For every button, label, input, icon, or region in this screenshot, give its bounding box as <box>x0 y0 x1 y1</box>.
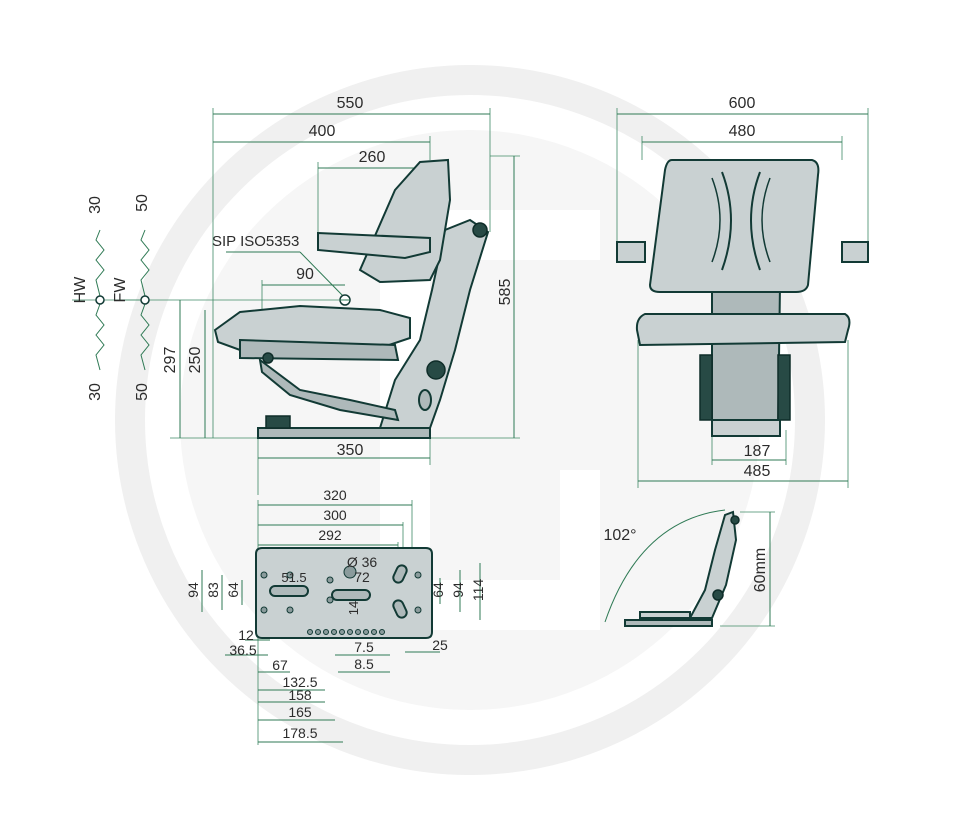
front-armrest-left <box>616 241 646 263</box>
dim-36-5-label: 36.5 <box>229 642 256 658</box>
front-view: 600 480 187 485 <box>616 95 869 488</box>
dim-550-label: 550 <box>337 95 364 112</box>
recline-view: 102° 60mm <box>603 509 775 627</box>
dim-left-64-label: 64 <box>225 582 241 598</box>
dim-left-83-label: 83 <box>205 582 221 598</box>
hw-spring-up <box>95 229 105 297</box>
dim-320-label: 320 <box>323 487 347 503</box>
dim-right-114-label: 114 <box>470 579 486 602</box>
hw-up-value: 30 <box>87 196 104 214</box>
fw-label: FW <box>112 277 129 303</box>
fw-up-value: 50 <box>134 194 151 212</box>
hw-pivot <box>95 295 105 305</box>
dim-12-label: 12 <box>238 627 254 643</box>
hw-spring-down <box>95 303 105 371</box>
dim-297-label: 297 <box>162 347 179 374</box>
dim-right-94-label: 94 <box>450 582 466 598</box>
dim-350-label: 350 <box>337 442 364 459</box>
front-armrest-right <box>841 241 869 263</box>
seat-cushion-side <box>213 304 411 351</box>
dim-left-94-label: 94 <box>185 582 201 598</box>
dim-158-label: 158 <box>288 687 312 703</box>
dim-480-label: 480 <box>729 123 756 140</box>
dim-600-label: 600 <box>729 95 756 112</box>
recline-rail <box>624 619 713 627</box>
height-adjust-knob <box>426 360 446 380</box>
dim-72-label: 72 <box>354 569 370 585</box>
dim-187-label: 187 <box>744 443 771 460</box>
base-plate-hole-row <box>307 629 385 635</box>
dim-585-label: 585 <box>497 279 514 306</box>
spring-symbols: 30 HW 30 50 FW 50 <box>72 194 151 401</box>
fw-down-value: 50 <box>134 383 151 401</box>
side-view: 550 400 260 585 SIP ISO5353 90 297 250 3… <box>120 95 520 495</box>
dim-485-label: 485 <box>744 463 771 480</box>
dim-165-label: 165 <box>288 704 312 720</box>
dim-132-5-label: 132.5 <box>282 674 317 690</box>
recline-frame <box>688 510 738 619</box>
dim-400-label: 400 <box>309 123 336 140</box>
dim-8-5-label: 8.5 <box>354 656 374 672</box>
seat-rail <box>257 427 431 439</box>
fw-spring-up <box>140 229 150 297</box>
armrest-side <box>317 231 431 260</box>
front-backrest <box>648 159 820 293</box>
fw-spring-down <box>140 303 150 371</box>
dim-178-5-label: 178.5 <box>282 725 317 741</box>
front-column <box>711 284 782 431</box>
dim-292-label: 292 <box>318 527 342 543</box>
dim-60mm-label: 60mm <box>752 548 769 592</box>
dim-250-label: 250 <box>187 347 204 374</box>
hw-label: HW <box>72 276 89 304</box>
dim-25-label: 25 <box>432 637 448 653</box>
front-seat-cushion <box>635 313 851 347</box>
dim-7-5-label: 7.5 <box>354 639 374 655</box>
dim-300-label: 300 <box>323 507 347 523</box>
base-plate-view: 320 300 292 Ø 36 51.5 <box>185 487 486 745</box>
dim-260-label: 260 <box>359 149 386 166</box>
sip-standard-label: SIP ISO5353 <box>212 233 299 250</box>
recline-arc <box>604 509 726 623</box>
dim-67-label: 67 <box>272 657 288 673</box>
recline-angle-label: 102° <box>603 527 636 544</box>
dim-right-64-label: 64 <box>430 582 446 598</box>
fw-pivot <box>140 295 150 305</box>
dim-14-label: 14 <box>346 601 361 615</box>
hole-diameter-label: Ø 36 <box>347 554 378 570</box>
dim-51-5-label: 51.5 <box>281 570 306 585</box>
dim-90-label: 90 <box>296 266 314 283</box>
hw-down-value: 30 <box>87 383 104 401</box>
